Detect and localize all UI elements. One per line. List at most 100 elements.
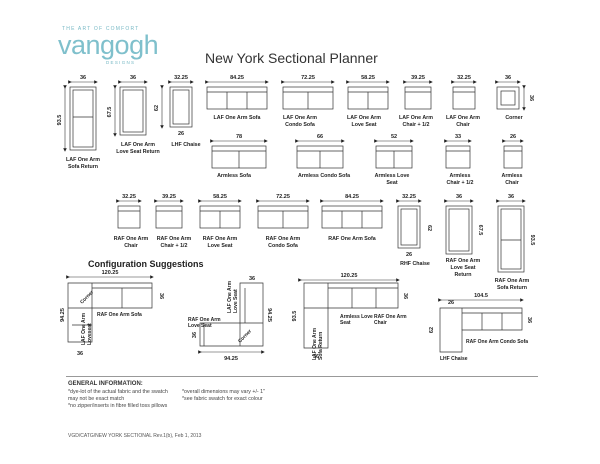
dim-r1-6: 58.25	[361, 75, 375, 81]
dim-r1-5: 72.25	[301, 75, 315, 81]
lbl-r1-5a: LAF One Arm	[283, 115, 317, 121]
lbl-r2-3b: Seat	[386, 180, 397, 186]
c1-sofa-label: RAF One Arm Sofa	[97, 312, 142, 318]
c1-corner-label: Corner	[79, 290, 95, 306]
lbl-r3-3b: Love Seat	[207, 243, 232, 249]
c1-side: 36	[158, 293, 164, 299]
dim-r2-5: 26	[510, 134, 516, 140]
piece-raf-sofa	[321, 205, 383, 229]
piece-raf-loveseat-return	[445, 205, 473, 255]
piece-armless-chair	[503, 145, 523, 169]
lbl-r1-2a: LAF One Arm	[121, 142, 155, 148]
brand-tagline: THE ART OF COMFORT	[62, 26, 140, 32]
lbl-r1-5b: Condo Sofa	[285, 122, 315, 128]
c1-ls-b: Loveseat	[87, 323, 93, 345]
lbl-r3-8a: RAF One Arm	[495, 278, 530, 284]
c2-left-b: Love Seat	[188, 323, 212, 329]
dim-r1-9: 36	[505, 75, 511, 81]
lbl-r1-1a: LAF One Arm	[66, 157, 100, 163]
dim-r3-6: 32.25	[402, 194, 416, 200]
piece-raf-loveseat	[199, 205, 241, 229]
dim-r2-2: 66	[317, 134, 323, 140]
lbl-r2-5a: Armless	[502, 173, 523, 179]
c3-height: 93.5	[292, 311, 298, 322]
brand-sub: DESIGNS	[106, 60, 136, 65]
lbl-r1-8a: LAF One Arm	[446, 115, 480, 121]
lbl-r1-1b: Sofa Return	[68, 164, 98, 170]
dim-r1-2: 36	[130, 75, 136, 81]
lbl-r3-8b: Sofa Return	[497, 285, 527, 291]
note-5: *see fabric swatch for exact colour	[182, 396, 263, 402]
c1-return-w: 36	[77, 351, 83, 357]
lbl-r3-2b: Chair + 1/2	[161, 243, 188, 249]
lbl-r2-4b: Chair + 1/2	[447, 180, 474, 186]
lbl-r2-3a: Armless Love	[375, 173, 410, 179]
dim-raf-ls-side: 67.5	[477, 225, 483, 236]
dim-r3-8: 36	[508, 194, 514, 200]
lbl-r1-4: LAF One Arm Sofa	[214, 115, 261, 121]
dim-raf-sofa-side: 93.5	[529, 235, 535, 246]
lbl-r3-3a: RAF One Arm	[203, 236, 238, 242]
dim-r3-7: 36	[456, 194, 462, 200]
lbl-r1-3: LHF Chaise	[171, 142, 200, 148]
c3-ret-b: Sofa Return	[318, 332, 324, 360]
lbl-r3-7c: Return	[454, 272, 471, 278]
piece-laf-sofa-return	[69, 86, 97, 151]
dim-r3-2: 39.25	[162, 194, 176, 200]
config4-drawing	[439, 307, 523, 353]
dim-r1-8: 32.25	[457, 75, 471, 81]
note-1: *dye-lot of the actual fabric and the sw…	[68, 389, 168, 395]
c4-chaise: LHF Chaise	[440, 356, 468, 362]
dim-r3-1: 32.25	[122, 194, 136, 200]
dim-r3-4: 72.25	[276, 194, 290, 200]
dim-side-1: 93.5	[57, 115, 63, 126]
lbl-r1-7b: Chair + 1/2	[403, 122, 430, 128]
piece-armless-sofa	[211, 145, 267, 169]
c1-width: 120.25	[102, 270, 119, 276]
dim-side-2: 67.5	[107, 107, 113, 118]
lbl-r3-6: RHF Chaise	[400, 261, 430, 267]
lbl-r3-4b: Condo Sofa	[268, 243, 298, 249]
c4-sofa: RAF One Arm Condo Sofa	[466, 339, 528, 345]
piece-raf-sofa-return	[497, 205, 525, 273]
piece-armless-loveseat	[375, 145, 413, 169]
dim-r1-3: 32.25	[174, 75, 188, 81]
note-4: *overall dimensions may vary +/- 1"	[182, 389, 265, 395]
piece-armless-condo	[296, 145, 344, 169]
dim-r1-7: 39.25	[411, 75, 425, 81]
c3-width: 120.25	[341, 273, 358, 279]
piece-raf-chair-half	[155, 205, 183, 229]
footer: VGD/CATG/NEW YORK SECTIONAL Rev.1(b), Fe…	[68, 433, 202, 439]
config-heading: Configuration Suggestions	[88, 259, 204, 269]
divider	[66, 376, 538, 377]
brand-logo: vangogh	[58, 30, 159, 60]
piece-laf-sofa	[206, 86, 268, 110]
c2-top-a: LAF One Arm	[227, 280, 233, 313]
notes-left: *dye-lot of the actual fabric and the sw…	[68, 389, 168, 410]
lbl-r1-9: Corner	[505, 115, 522, 121]
c3-arm-b: Seat	[340, 320, 351, 326]
notes-right: *overall dimensions may vary +/- 1" *see…	[182, 389, 265, 403]
c3-arm-a: Armless Love	[340, 314, 373, 320]
c4-top: 26	[448, 300, 454, 306]
c3-ret-a: LAF One Arm	[312, 327, 318, 360]
c1-height: 94.25	[60, 308, 66, 322]
lbl-r3-5: RAF One Arm Sofa	[328, 236, 376, 242]
lbl-r2-4a: Armless	[450, 173, 471, 179]
lbl-r3-4a: RAF One Arm	[266, 236, 301, 242]
config1-drawing	[67, 282, 153, 343]
piece-armless-chair-half	[445, 145, 471, 169]
dim-r3-3: 58.25	[213, 194, 227, 200]
piece-laf-loveseat-return	[119, 86, 147, 136]
c2-left-a: RAF One Arm	[188, 317, 221, 323]
piece-rhf-chaise	[397, 205, 421, 249]
lbl-r1-6a: LAF One Arm	[347, 115, 381, 121]
lbl-r3-7b: Love Seat	[450, 265, 475, 271]
piece-laf-chair	[452, 86, 476, 110]
lbl-r1-8b: Chair	[456, 122, 470, 128]
note-2: may not be exact match	[68, 396, 125, 402]
c2-corner: Corner	[237, 329, 253, 345]
c2-height: 94.25	[266, 308, 272, 322]
dim-r1-1: 36	[80, 75, 86, 81]
